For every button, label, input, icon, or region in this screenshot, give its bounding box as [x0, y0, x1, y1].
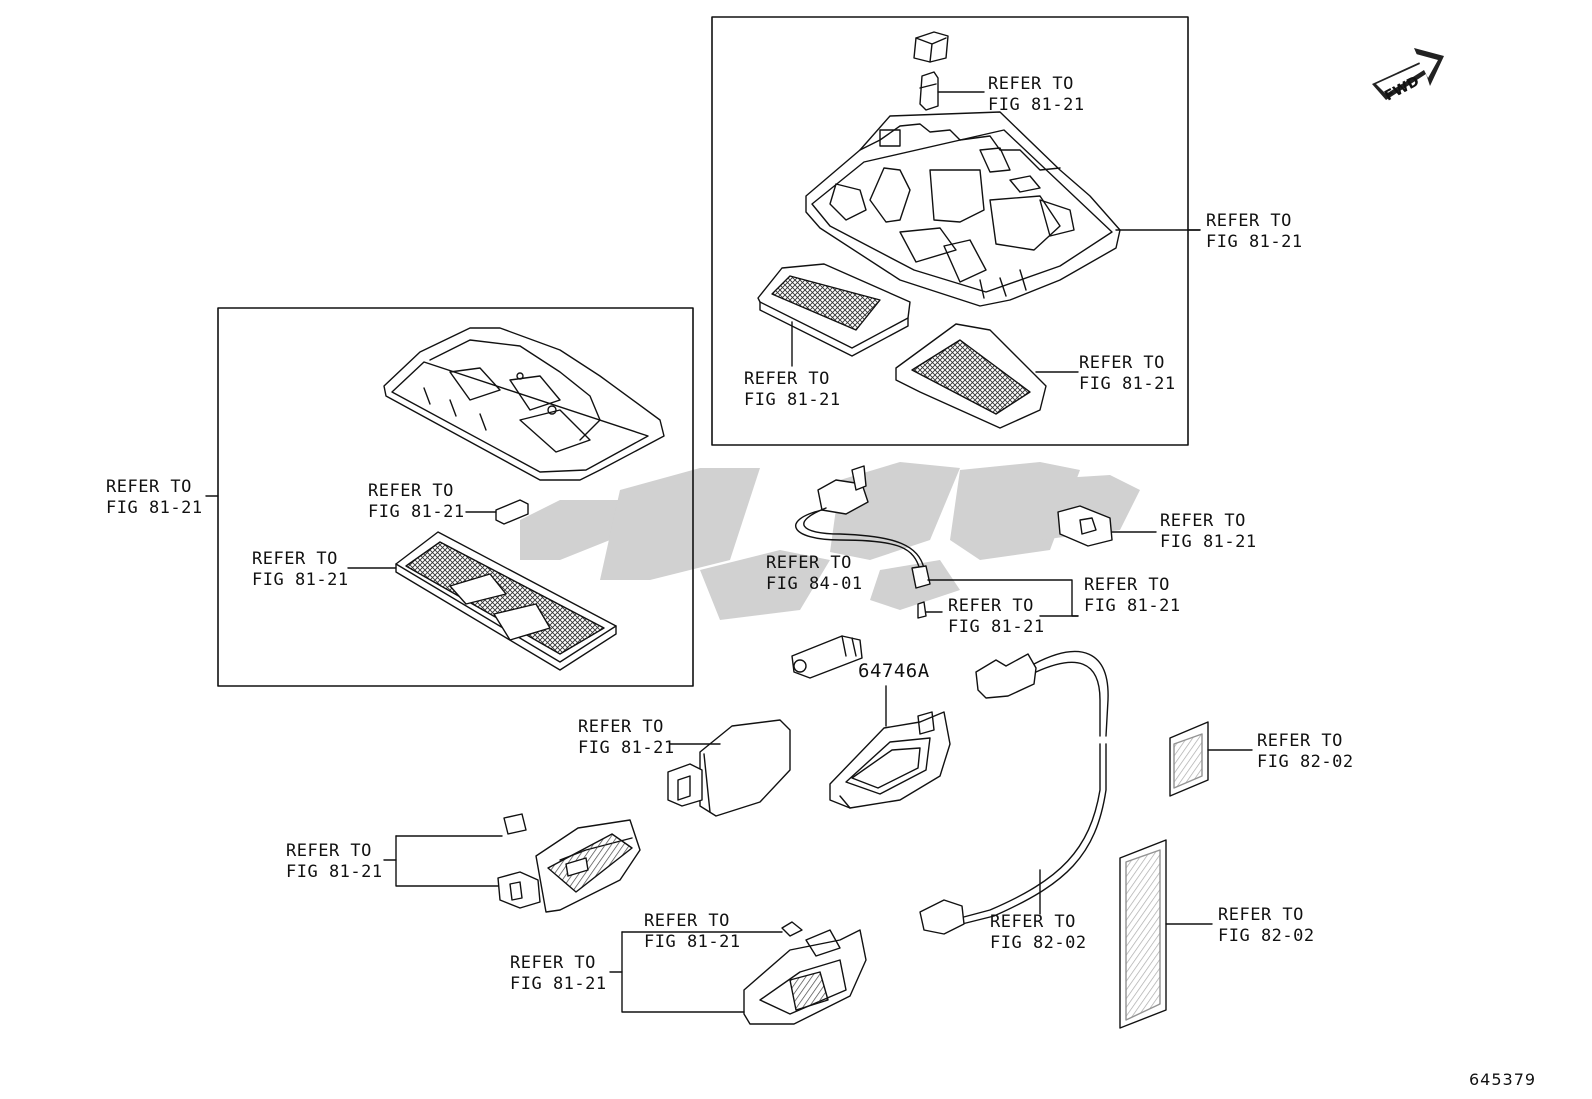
lower-console-housing — [383, 327, 665, 481]
upper-console-group-box — [711, 16, 1189, 446]
long-insulation-pad — [1119, 839, 1167, 1029]
upper-console-housing — [805, 111, 1121, 307]
small-insulation-pad — [1169, 721, 1209, 797]
lower-console-group-box — [217, 307, 694, 687]
lamp-bulb-part — [919, 71, 939, 111]
switch-with-wire — [795, 465, 931, 619]
lower-console-bulb — [465, 499, 529, 525]
door-lamp-socket — [497, 813, 641, 913]
upper-left-lens — [757, 263, 911, 357]
wire-harness — [919, 650, 1109, 935]
lower-console-lens — [395, 531, 617, 671]
lamp-cap-part — [913, 31, 949, 63]
fwd-arrow-icon — [1372, 48, 1444, 100]
switch-connector — [791, 635, 863, 679]
upper-right-lens — [895, 323, 1047, 429]
right-plug — [1057, 505, 1113, 547]
illustration-number: 645379 — [1469, 1070, 1537, 1089]
foot-lamp — [743, 921, 867, 1025]
small-lamp — [667, 719, 791, 817]
part-number-label[interactable]: 64746A — [858, 660, 930, 682]
courtesy-lamp-64746A — [829, 711, 951, 809]
